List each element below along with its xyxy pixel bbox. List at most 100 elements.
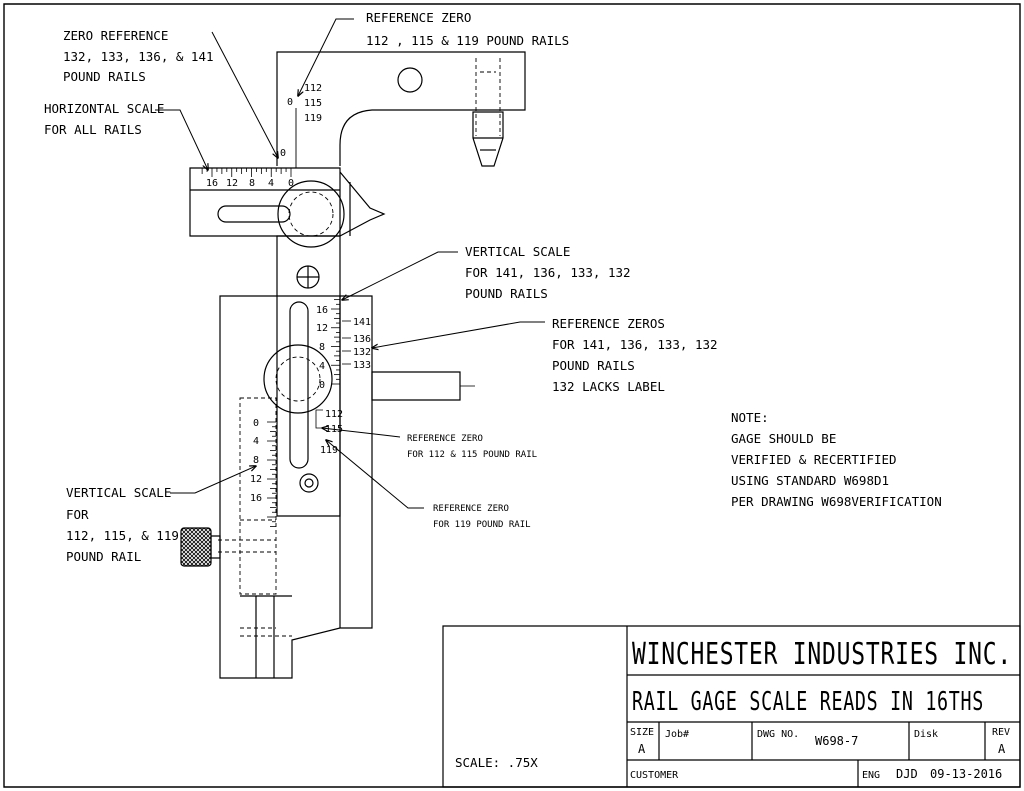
knurled-knob xyxy=(181,528,211,566)
svg-text:FOR 141, 136, 133, 132: FOR 141, 136, 133, 132 xyxy=(465,265,631,280)
horizontal-zero-mark: 0 xyxy=(280,148,286,159)
leader-lines xyxy=(155,19,545,508)
dwg-number: W698-7 xyxy=(815,734,858,748)
svg-text:POUND RAILS: POUND RAILS xyxy=(552,358,635,373)
rev-value: A xyxy=(998,742,1006,756)
horizontal-tick-16: 16 xyxy=(206,178,218,189)
horizontal-scale-ticks xyxy=(202,168,291,177)
top-rail-119: 119 xyxy=(304,113,322,124)
size-label: SIZE xyxy=(630,727,654,738)
arm-hole xyxy=(398,68,422,92)
pointed-pin xyxy=(473,112,503,166)
scale-value: SCALE: .75X xyxy=(455,755,538,770)
svg-text:112, 115, & 119: 112, 115, & 119 xyxy=(66,528,179,543)
size-value: A xyxy=(638,742,646,756)
callout-reference-zero-top: REFERENCE ZERO 112 , 115 & 119 POUND RAI… xyxy=(366,10,569,48)
svg-text:FOR 112 & 115 POUND RAIL: FOR 112 & 115 POUND RAIL xyxy=(407,450,537,460)
svg-text:132 LACKS LABEL: 132 LACKS LABEL xyxy=(552,379,665,394)
svg-text:VERIFIED & RECERTIFIED: VERIFIED & RECERTIFIED xyxy=(731,452,897,467)
rail-label-136: 136 xyxy=(353,334,371,345)
upper-vertical-scale-ticks xyxy=(331,300,340,384)
title-block-text: WINCHESTER INDUSTRIES INC. RAIL GAGE SCA… xyxy=(455,637,1012,781)
horizontal-tick-12: 12 xyxy=(226,178,238,189)
callout-vertical-scale-upper: VERTICAL SCALE FOR 141, 136, 133, 132 PO… xyxy=(465,244,631,301)
svg-text:FOR 119 POUND RAIL: FOR 119 POUND RAIL xyxy=(433,520,531,530)
svg-text:VERTICAL SCALE: VERTICAL SCALE xyxy=(66,485,171,500)
upper-tick-12: 12 xyxy=(316,323,328,334)
vertical-slot xyxy=(290,302,308,468)
horizontal-tick-4: 4 xyxy=(268,178,274,189)
customer-label: CUSTOMER xyxy=(630,770,679,781)
svg-text:REFERENCE ZERO: REFERENCE ZERO xyxy=(433,504,509,514)
svg-text:ZERO REFERENCE: ZERO REFERENCE xyxy=(63,28,168,43)
svg-text:FOR 141, 136, 133, 132: FOR 141, 136, 133, 132 xyxy=(552,337,718,352)
rail-label-112: 112 xyxy=(325,409,343,420)
lower-tick-12: 12 xyxy=(250,474,262,485)
top-rail-zero: 0 xyxy=(287,97,293,108)
lower-tick-8: 8 xyxy=(253,455,259,466)
drawing-title: RAIL GAGE SCALE READS IN 16THS xyxy=(632,687,984,717)
company-name: WINCHESTER INDUSTRIES INC. xyxy=(632,637,1012,672)
svg-text:VERTICAL SCALE: VERTICAL SCALE xyxy=(465,244,570,259)
svg-text:REFERENCE ZERO: REFERENCE ZERO xyxy=(366,10,471,25)
rail-label-133: 133 xyxy=(353,360,371,371)
job-label: Job# xyxy=(665,729,689,740)
svg-text:HORIZONTAL SCALE: HORIZONTAL SCALE xyxy=(44,101,164,116)
svg-text:132, 133, 136, & 141: 132, 133, 136, & 141 xyxy=(63,49,214,64)
callout-reference-zero-112-115: REFERENCE ZERO FOR 112 & 115 POUND RAIL xyxy=(407,434,537,460)
date-value: 09-13-2016 xyxy=(930,767,1002,781)
rail-label-132: 132 xyxy=(353,347,371,358)
back-plate xyxy=(220,296,372,678)
svg-text:GAGE SHOULD BE: GAGE SHOULD BE xyxy=(731,431,836,446)
rev-label: REV xyxy=(992,727,1010,738)
lower-vertical-scale-labels: 0 4 8 12 16 xyxy=(250,418,262,504)
upper-tick-4: 4 xyxy=(319,361,325,372)
svg-text:USING STANDARD W698D1: USING STANDARD W698D1 xyxy=(731,473,889,488)
lower-hole xyxy=(300,474,318,492)
horizontal-tick-8: 8 xyxy=(249,178,255,189)
svg-text:REFERENCE ZEROS: REFERENCE ZEROS xyxy=(552,316,665,331)
svg-text:FOR: FOR xyxy=(66,507,89,522)
upper-vertical-scale-labels: 16 12 8 4 0 xyxy=(316,305,328,391)
callout-reference-zero-119: REFERENCE ZERO FOR 119 POUND RAIL xyxy=(433,504,531,530)
upper-tick-8: 8 xyxy=(319,342,325,353)
svg-text:POUND RAIL: POUND RAIL xyxy=(66,549,141,564)
svg-text:PER DRAWING W698VERIFICATION: PER DRAWING W698VERIFICATION xyxy=(731,494,942,509)
lower-tick-16: 16 xyxy=(250,493,262,504)
title-block xyxy=(443,626,1020,787)
top-rail-115: 115 xyxy=(304,98,322,109)
horizontal-rod xyxy=(372,372,460,400)
top-rail-scale: 0 112 115 119 xyxy=(287,83,322,168)
svg-text:FOR ALL RAILS: FOR ALL RAILS xyxy=(44,122,142,137)
svg-text:POUND RAILS: POUND RAILS xyxy=(63,69,146,84)
eng-value: DJD xyxy=(896,767,918,781)
horizontal-slide xyxy=(190,168,340,236)
svg-text:REFERENCE ZERO: REFERENCE ZERO xyxy=(407,434,483,444)
svg-text:112 , 115 & 119 POUND RAILS: 112 , 115 & 119 POUND RAILS xyxy=(366,33,569,48)
middle-knob xyxy=(264,345,332,413)
top-rail-112: 112 xyxy=(304,83,322,94)
rail-label-141: 141 xyxy=(353,317,371,328)
upper-tick-16: 16 xyxy=(316,305,328,316)
svg-text:NOTE:: NOTE: xyxy=(731,410,769,425)
upper-tick-0: 0 xyxy=(319,380,325,391)
svg-text:POUND RAILS: POUND RAILS xyxy=(465,286,548,301)
horizontal-tick-0: 0 xyxy=(288,178,294,189)
gauge-body xyxy=(181,52,525,678)
horizontal-slot xyxy=(218,206,290,222)
upper-rail-labels: 141 136 132 133 xyxy=(342,317,371,371)
lower-rail-labels: 112 115 119 xyxy=(316,409,343,456)
rail-label-119: 119 xyxy=(320,445,338,456)
lower-vertical-scale-ticks xyxy=(267,422,276,527)
upper-knob xyxy=(278,181,344,247)
note-block: NOTE: GAGE SHOULD BE VERIFIED & RECERTIF… xyxy=(731,410,942,509)
eng-label: ENG xyxy=(862,770,880,781)
callout-zero-reference: ZERO REFERENCE 132, 133, 136, & 141 POUN… xyxy=(63,28,214,84)
lower-tick-4: 4 xyxy=(253,436,259,447)
callout-reference-zeros: REFERENCE ZEROS FOR 141, 136, 133, 132 P… xyxy=(552,316,718,394)
callout-horizontal-scale: HORIZONTAL SCALE FOR ALL RAILS xyxy=(44,101,164,137)
callout-vertical-scale-lower: VERTICAL SCALE FOR 112, 115, & 119 POUND… xyxy=(66,485,179,564)
dwg-label: DWG NO. xyxy=(757,729,799,740)
lower-tick-0: 0 xyxy=(253,418,259,429)
